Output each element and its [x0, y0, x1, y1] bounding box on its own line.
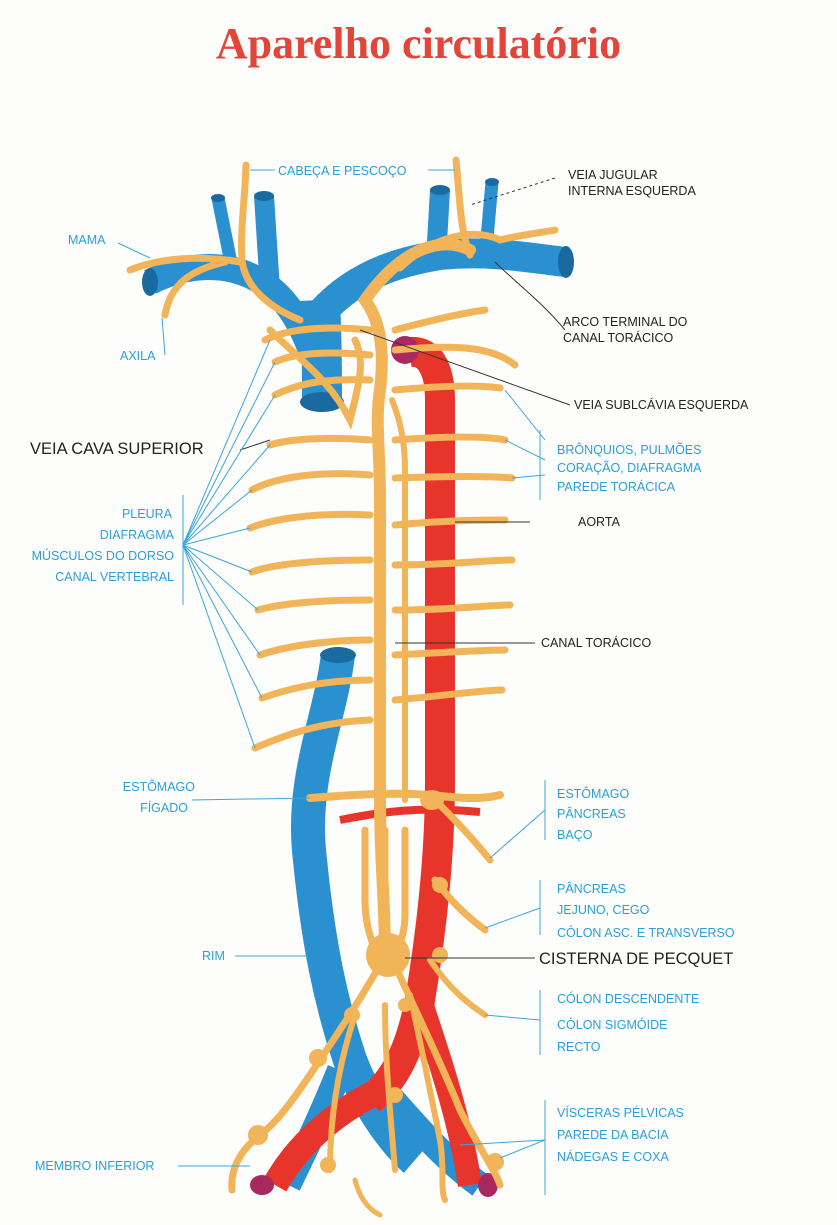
label-bronquios-1: BRÔNQUIOS, PULMÕES	[557, 442, 701, 457]
label-veia-jugular-1: VEIA JUGULAR	[568, 168, 658, 182]
label-membro: MEMBRO INFERIOR	[35, 1159, 154, 1173]
label-mama: MAMA	[68, 233, 106, 247]
lymph-node	[344, 1007, 360, 1023]
label-pancreas-2: PÂNCREAS	[557, 881, 626, 896]
label-cabeca-pescoco: CABEÇA E PESCOÇO	[278, 164, 407, 178]
label-pancreas-1: PÂNCREAS	[557, 806, 626, 821]
lymph-node	[320, 1157, 336, 1173]
r-jug-top	[254, 191, 274, 201]
lymph-node	[309, 1049, 327, 1067]
labels: CABEÇA E PESCOÇO VEIA JUGULAR INTERNA ES…	[30, 164, 749, 1173]
label-aorta: AORTA	[578, 515, 621, 529]
l-jug-top	[430, 185, 450, 195]
label-visceras: VÍSCERAS PÉLVICAS	[557, 1105, 684, 1120]
label-parede-bacia: PAREDE DA BACIA	[557, 1128, 669, 1142]
label-jejuno: JEJUNO, CEGO	[557, 903, 650, 917]
label-recto: RECTO	[557, 1040, 601, 1054]
descending-colon-lymph	[430, 960, 485, 1015]
cisterna-chyli	[366, 933, 410, 977]
intestinal-loop	[310, 794, 500, 798]
label-figado: FÍGADO	[140, 800, 188, 815]
label-colon-asc: CÓLON ASC. E TRANSVERSO	[557, 925, 735, 940]
lymph-node	[432, 877, 448, 893]
l-ext-top	[485, 178, 499, 186]
label-veia-cava: VEIA CAVA SUPERIOR	[30, 440, 204, 458]
label-canal-vertebral: CANAL VERTEBRAL	[55, 570, 174, 584]
celiac-node	[420, 790, 444, 810]
label-musculos: MÚSCULOS DO DORSO	[32, 548, 175, 563]
label-veia-jugular-2: INTERNA ESQUERDA	[568, 184, 696, 198]
l-subclavian-end	[558, 246, 574, 278]
label-bronquios-2: CORAÇÃO, DIAFRAGMA	[557, 461, 702, 475]
label-canal-toracico: CANAL TORÁCICO	[541, 635, 651, 650]
label-nadegas: NÁDEGAS E COXA	[557, 1149, 669, 1164]
left-brachiocephalic-vein	[322, 253, 565, 312]
thoracic-duct-parallel	[392, 400, 405, 800]
label-veia-subclavia: VEIA SUBLCÁVIA ESQUERDA	[574, 397, 749, 412]
r-iliac-art-end	[250, 1175, 274, 1195]
r-ext-top	[211, 194, 225, 202]
label-diafragma: DIAFRAGMA	[100, 528, 175, 542]
ivc-top	[320, 647, 356, 663]
lymph-node	[432, 947, 448, 963]
label-pleura: PLEURA	[122, 507, 173, 521]
label-arco-2: CANAL TORÁCICO	[563, 330, 673, 345]
label-colon-sig: CÓLON SIGMÓIDE	[557, 1017, 667, 1032]
label-axila: AXILA	[120, 349, 156, 363]
label-arco-1: ARCO TERMINAL DO	[563, 315, 688, 329]
label-baco: BAÇO	[557, 828, 593, 842]
label-cisterna: CISTERNA DE PECQUET	[539, 950, 733, 968]
label-estomago-left: ESTÔMAGO	[123, 779, 196, 794]
lymph-node	[248, 1125, 268, 1145]
lymph-node	[486, 1153, 504, 1171]
celiac-artery	[340, 810, 480, 820]
pelvic-lymph-2	[355, 1180, 380, 1215]
label-estomago-right: ESTÔMAGO	[557, 786, 630, 801]
lymph-node	[398, 998, 412, 1012]
lymph-node	[387, 1087, 403, 1103]
label-colon-desc: CÓLON DESCENDENTE	[557, 991, 699, 1006]
r-subclavian-end	[142, 268, 158, 296]
label-rim: RIM	[202, 949, 225, 963]
right-jugular-vein	[264, 196, 270, 290]
label-bronquios-3: PAREDE TORÁCICA	[557, 479, 676, 494]
